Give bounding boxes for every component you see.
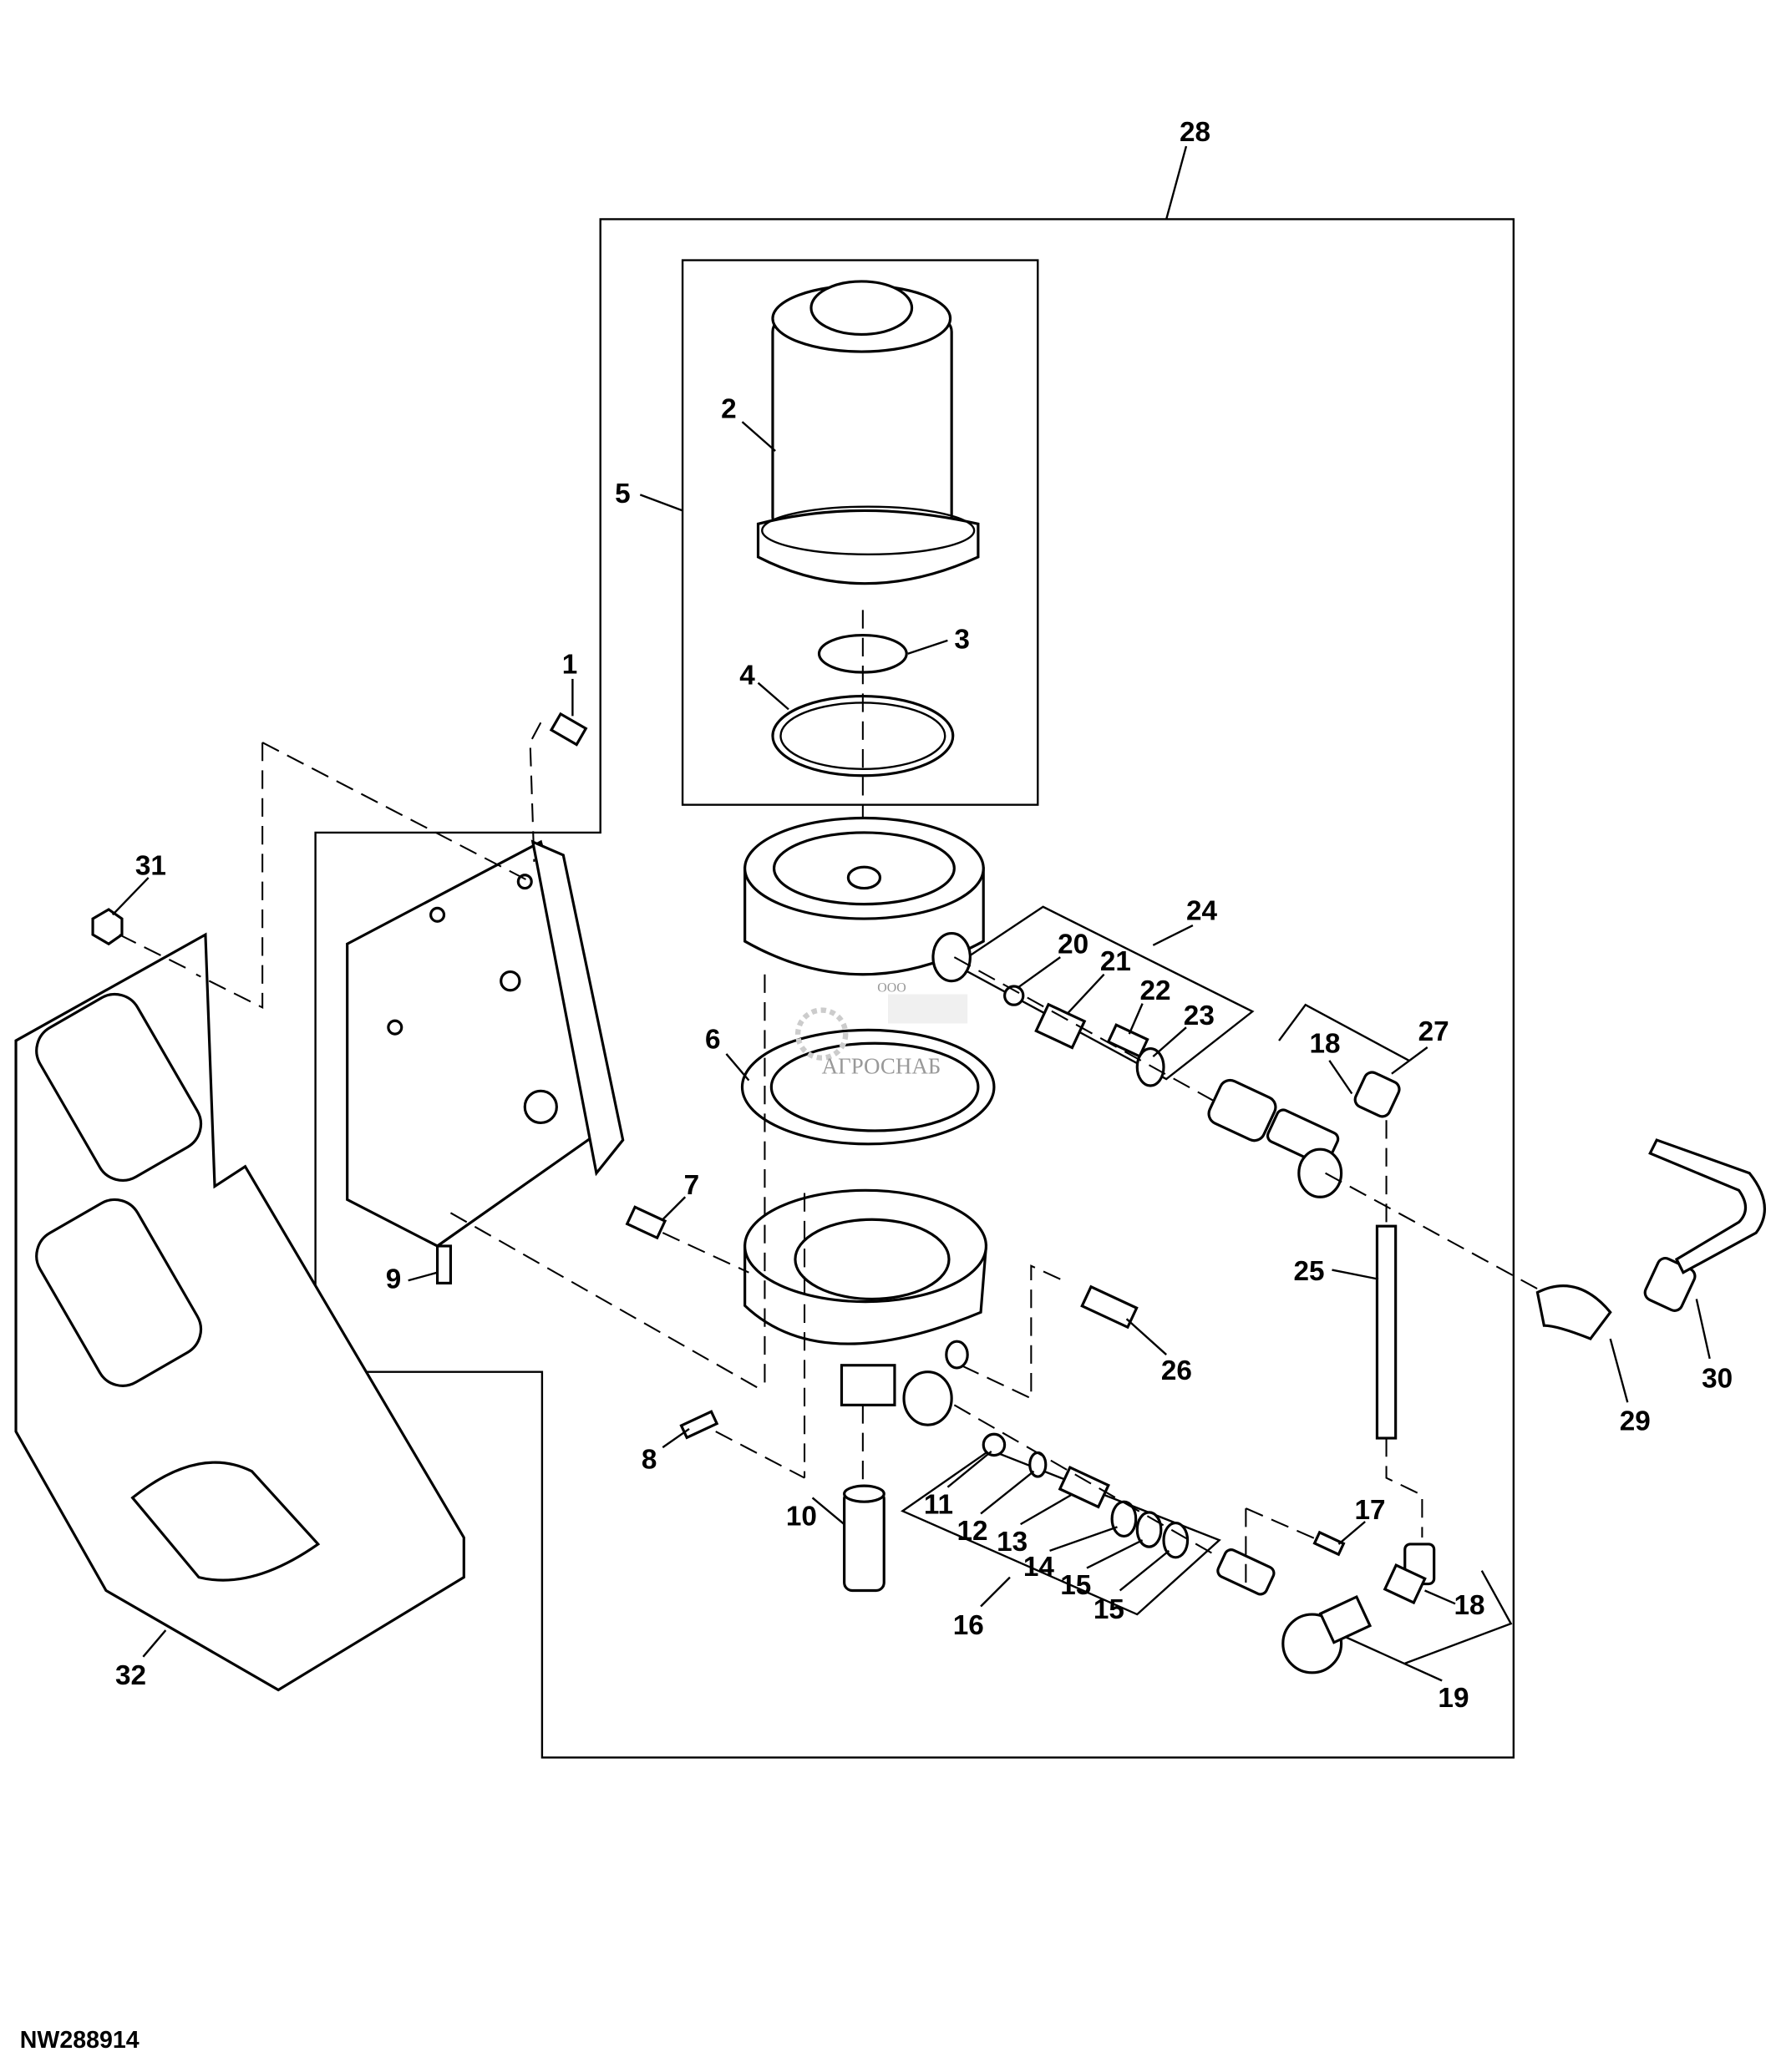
callout-1: 1 bbox=[562, 650, 578, 681]
watermark-gear-icon bbox=[794, 1007, 849, 1061]
callout-27: 27 bbox=[1418, 1016, 1449, 1047]
callout-15b: 15 bbox=[1094, 1594, 1124, 1625]
callout-30: 30 bbox=[1702, 1364, 1733, 1395]
callout-15a: 15 bbox=[1060, 1570, 1091, 1601]
callout-5: 5 bbox=[615, 479, 631, 509]
gasket bbox=[740, 1028, 996, 1146]
watermark-tractor-icon bbox=[888, 994, 968, 1024]
filter-kit-5-box bbox=[681, 259, 1039, 806]
mounting-plate bbox=[14, 932, 465, 1692]
callout-22: 22 bbox=[1139, 975, 1170, 1006]
callout-32: 32 bbox=[115, 1660, 146, 1691]
assembly-28-outline bbox=[314, 218, 1515, 1759]
callout-21: 21 bbox=[1100, 946, 1131, 977]
callout-11: 11 bbox=[924, 1489, 953, 1520]
callout-13: 13 bbox=[997, 1527, 1028, 1558]
valve-kit-16-box bbox=[901, 1448, 1221, 1616]
callout-29: 29 bbox=[1620, 1406, 1651, 1437]
callout-28: 28 bbox=[1180, 117, 1210, 148]
callout-10: 10 bbox=[786, 1502, 817, 1532]
callout-16: 16 bbox=[953, 1610, 984, 1641]
callout-6: 6 bbox=[705, 1025, 721, 1056]
hardware-parts bbox=[91, 712, 1766, 1674]
callout-4: 4 bbox=[739, 660, 755, 691]
watermark-name: АГРОСНАБ bbox=[822, 1054, 941, 1079]
callout-labels: 28 2 5 3 4 1 31 24 20 21 22 23 18 27 6 7… bbox=[20, 117, 1733, 2054]
callout-12: 12 bbox=[957, 1516, 988, 1547]
filter-head bbox=[743, 816, 985, 983]
callout-23: 23 bbox=[1184, 1001, 1215, 1031]
callout-7: 7 bbox=[684, 1170, 700, 1201]
callout-18b: 18 bbox=[1454, 1590, 1484, 1621]
mounting-bracket bbox=[346, 839, 625, 1248]
callout-3: 3 bbox=[954, 624, 970, 655]
callout-19: 19 bbox=[1438, 1683, 1469, 1714]
callout-8: 8 bbox=[642, 1445, 657, 1476]
callout-20: 20 bbox=[1058, 929, 1088, 960]
assembly-guides bbox=[119, 722, 1545, 1591]
callout-24: 24 bbox=[1186, 896, 1218, 927]
watermark-prefix: ООО bbox=[877, 980, 906, 995]
valve-kit-24-box bbox=[953, 905, 1255, 1081]
callout-17: 17 bbox=[1354, 1495, 1385, 1526]
callout-25: 25 bbox=[1293, 1256, 1324, 1287]
drain-fitting bbox=[843, 1484, 885, 1593]
leader-lines bbox=[112, 145, 1711, 1682]
diagram-code: NW288914 bbox=[20, 2027, 140, 2054]
filter-element bbox=[756, 280, 980, 585]
callout-31: 31 bbox=[135, 851, 166, 882]
callout-26: 26 bbox=[1161, 1355, 1192, 1386]
callout-14: 14 bbox=[1023, 1552, 1055, 1583]
watermark-logo: ООО АГРОСНАБ bbox=[794, 980, 968, 1079]
filter-base bbox=[743, 1188, 988, 1426]
callout-9: 9 bbox=[386, 1264, 402, 1295]
callout-18a: 18 bbox=[1310, 1028, 1341, 1059]
callout-2: 2 bbox=[721, 393, 737, 424]
